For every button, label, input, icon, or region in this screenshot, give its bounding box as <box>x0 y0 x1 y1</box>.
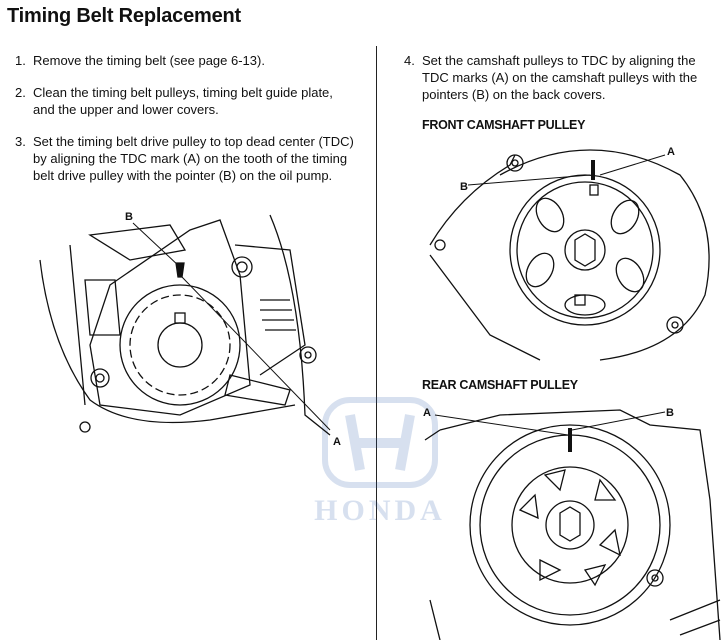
front-camshaft-diagram: B A <box>429 146 710 361</box>
column-divider <box>376 46 377 640</box>
rear-camshaft-caption: REAR CAMSHAFT PULLEY <box>422 378 578 392</box>
step-3: 3. Set the timing belt drive pulley to t… <box>15 133 365 184</box>
label-a: A <box>423 407 431 419</box>
step-text: Clean the timing belt pulleys, timing be… <box>33 85 333 117</box>
step-text: Set the camshaft pulleys to TDC by align… <box>422 53 698 102</box>
step-1: 1. Remove the timing belt (see page 6-13… <box>15 52 365 69</box>
step-number: 3. <box>15 134 26 149</box>
svg-text:HONDA: HONDA <box>314 494 446 525</box>
label-b: B <box>460 181 468 193</box>
page-title: Timing Belt Replacement <box>7 5 241 27</box>
step-4: 4. Set the camshaft pulleys to TDC by al… <box>404 52 724 103</box>
label-b: B <box>666 407 674 419</box>
front-camshaft-caption: FRONT CAMSHAFT PULLEY <box>422 118 586 132</box>
label-b: B <box>125 211 133 223</box>
step-2: 2. Clean the timing belt pulleys, timing… <box>15 84 350 118</box>
step-number: 1. <box>15 53 26 68</box>
label-a: A <box>333 436 341 448</box>
honda-watermark-logo: HONDA <box>314 397 446 525</box>
step-text: Set the timing belt drive pulley to top … <box>33 134 354 183</box>
step-number: 2. <box>15 85 26 100</box>
rear-camshaft-diagram: A B <box>423 407 721 640</box>
step-number: 4. <box>404 53 415 68</box>
drive-pulley-diagram: B A <box>39 211 341 448</box>
step-text: Remove the timing belt (see page 6-13). <box>33 53 265 68</box>
label-a: A <box>667 146 675 158</box>
